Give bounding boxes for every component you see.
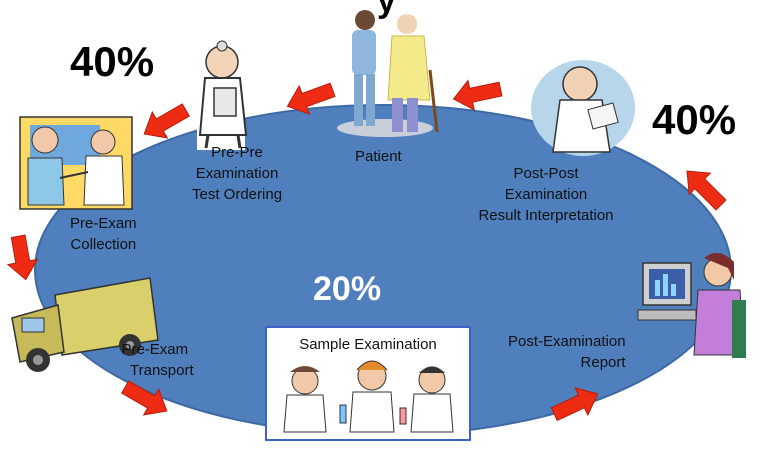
transport-label-line-2: Transport [130, 362, 194, 379]
post-analytic-percentage: 40% [652, 96, 737, 143]
physician-icon [531, 60, 635, 156]
phlebotomy-icon [19, 116, 133, 210]
post-post-label-line-3: Result Interpretation [478, 207, 614, 224]
post-post-label-line-1: Post-Post [513, 165, 579, 182]
stage-label-post-post: Post-Post Examination Result Interpretat… [461, 163, 631, 226]
stage-label-post-exam-report: Post-Examination Report [508, 331, 626, 373]
arrow-report-to-physician [686, 170, 727, 211]
flow-arrows [6, 79, 727, 422]
pre-pre-label-line-3: Test Ordering [192, 186, 283, 203]
sample-examination-label: Sample Examination [299, 336, 437, 353]
patient-icon [337, 10, 439, 137]
arrow-collection-to-van [6, 234, 39, 281]
stage-label-pre-exam-transport: Pre-Exam Transport [116, 339, 194, 381]
arrow-van-to-sample [121, 380, 168, 416]
pre-analytic-percentage: 40% [70, 38, 155, 85]
transport-label-line-1: Pre-Exam [121, 341, 189, 358]
arrow-physician-to-patient [452, 79, 503, 111]
pre-pre-label-line-1: Pre-Pre [211, 144, 263, 161]
stage-label-patient: Patient [355, 146, 402, 167]
collection-label-line-1: Pre-Exam [70, 215, 137, 232]
arrow-sample-to-report [550, 387, 599, 422]
computer-worker-icon [637, 252, 746, 358]
analytic-percentage: 20% [313, 270, 382, 308]
title-fragment: y [377, 0, 396, 20]
patient-label-line: Patient [355, 148, 402, 165]
post-post-label-line-2: Examination [504, 186, 588, 203]
arrow-doctor-to-collection [143, 103, 190, 139]
collection-label-line-2: Collection [70, 236, 137, 253]
report-label-line-2: Report [580, 354, 626, 371]
stage-label-pre-pre: Pre-Pre Examination Test Ordering [192, 142, 282, 205]
doctor-icon [197, 40, 248, 150]
lab-kids-icon [283, 360, 454, 433]
van-icon [11, 277, 159, 372]
pre-pre-label-line-2: Examination [195, 165, 279, 182]
report-label-line-1: Post-Examination [508, 333, 626, 350]
stage-label-pre-exam-collection: Pre-Exam Collection [70, 213, 137, 255]
arrow-patient-to-doctor [286, 82, 336, 115]
lab-kids-overlay [283, 360, 454, 433]
